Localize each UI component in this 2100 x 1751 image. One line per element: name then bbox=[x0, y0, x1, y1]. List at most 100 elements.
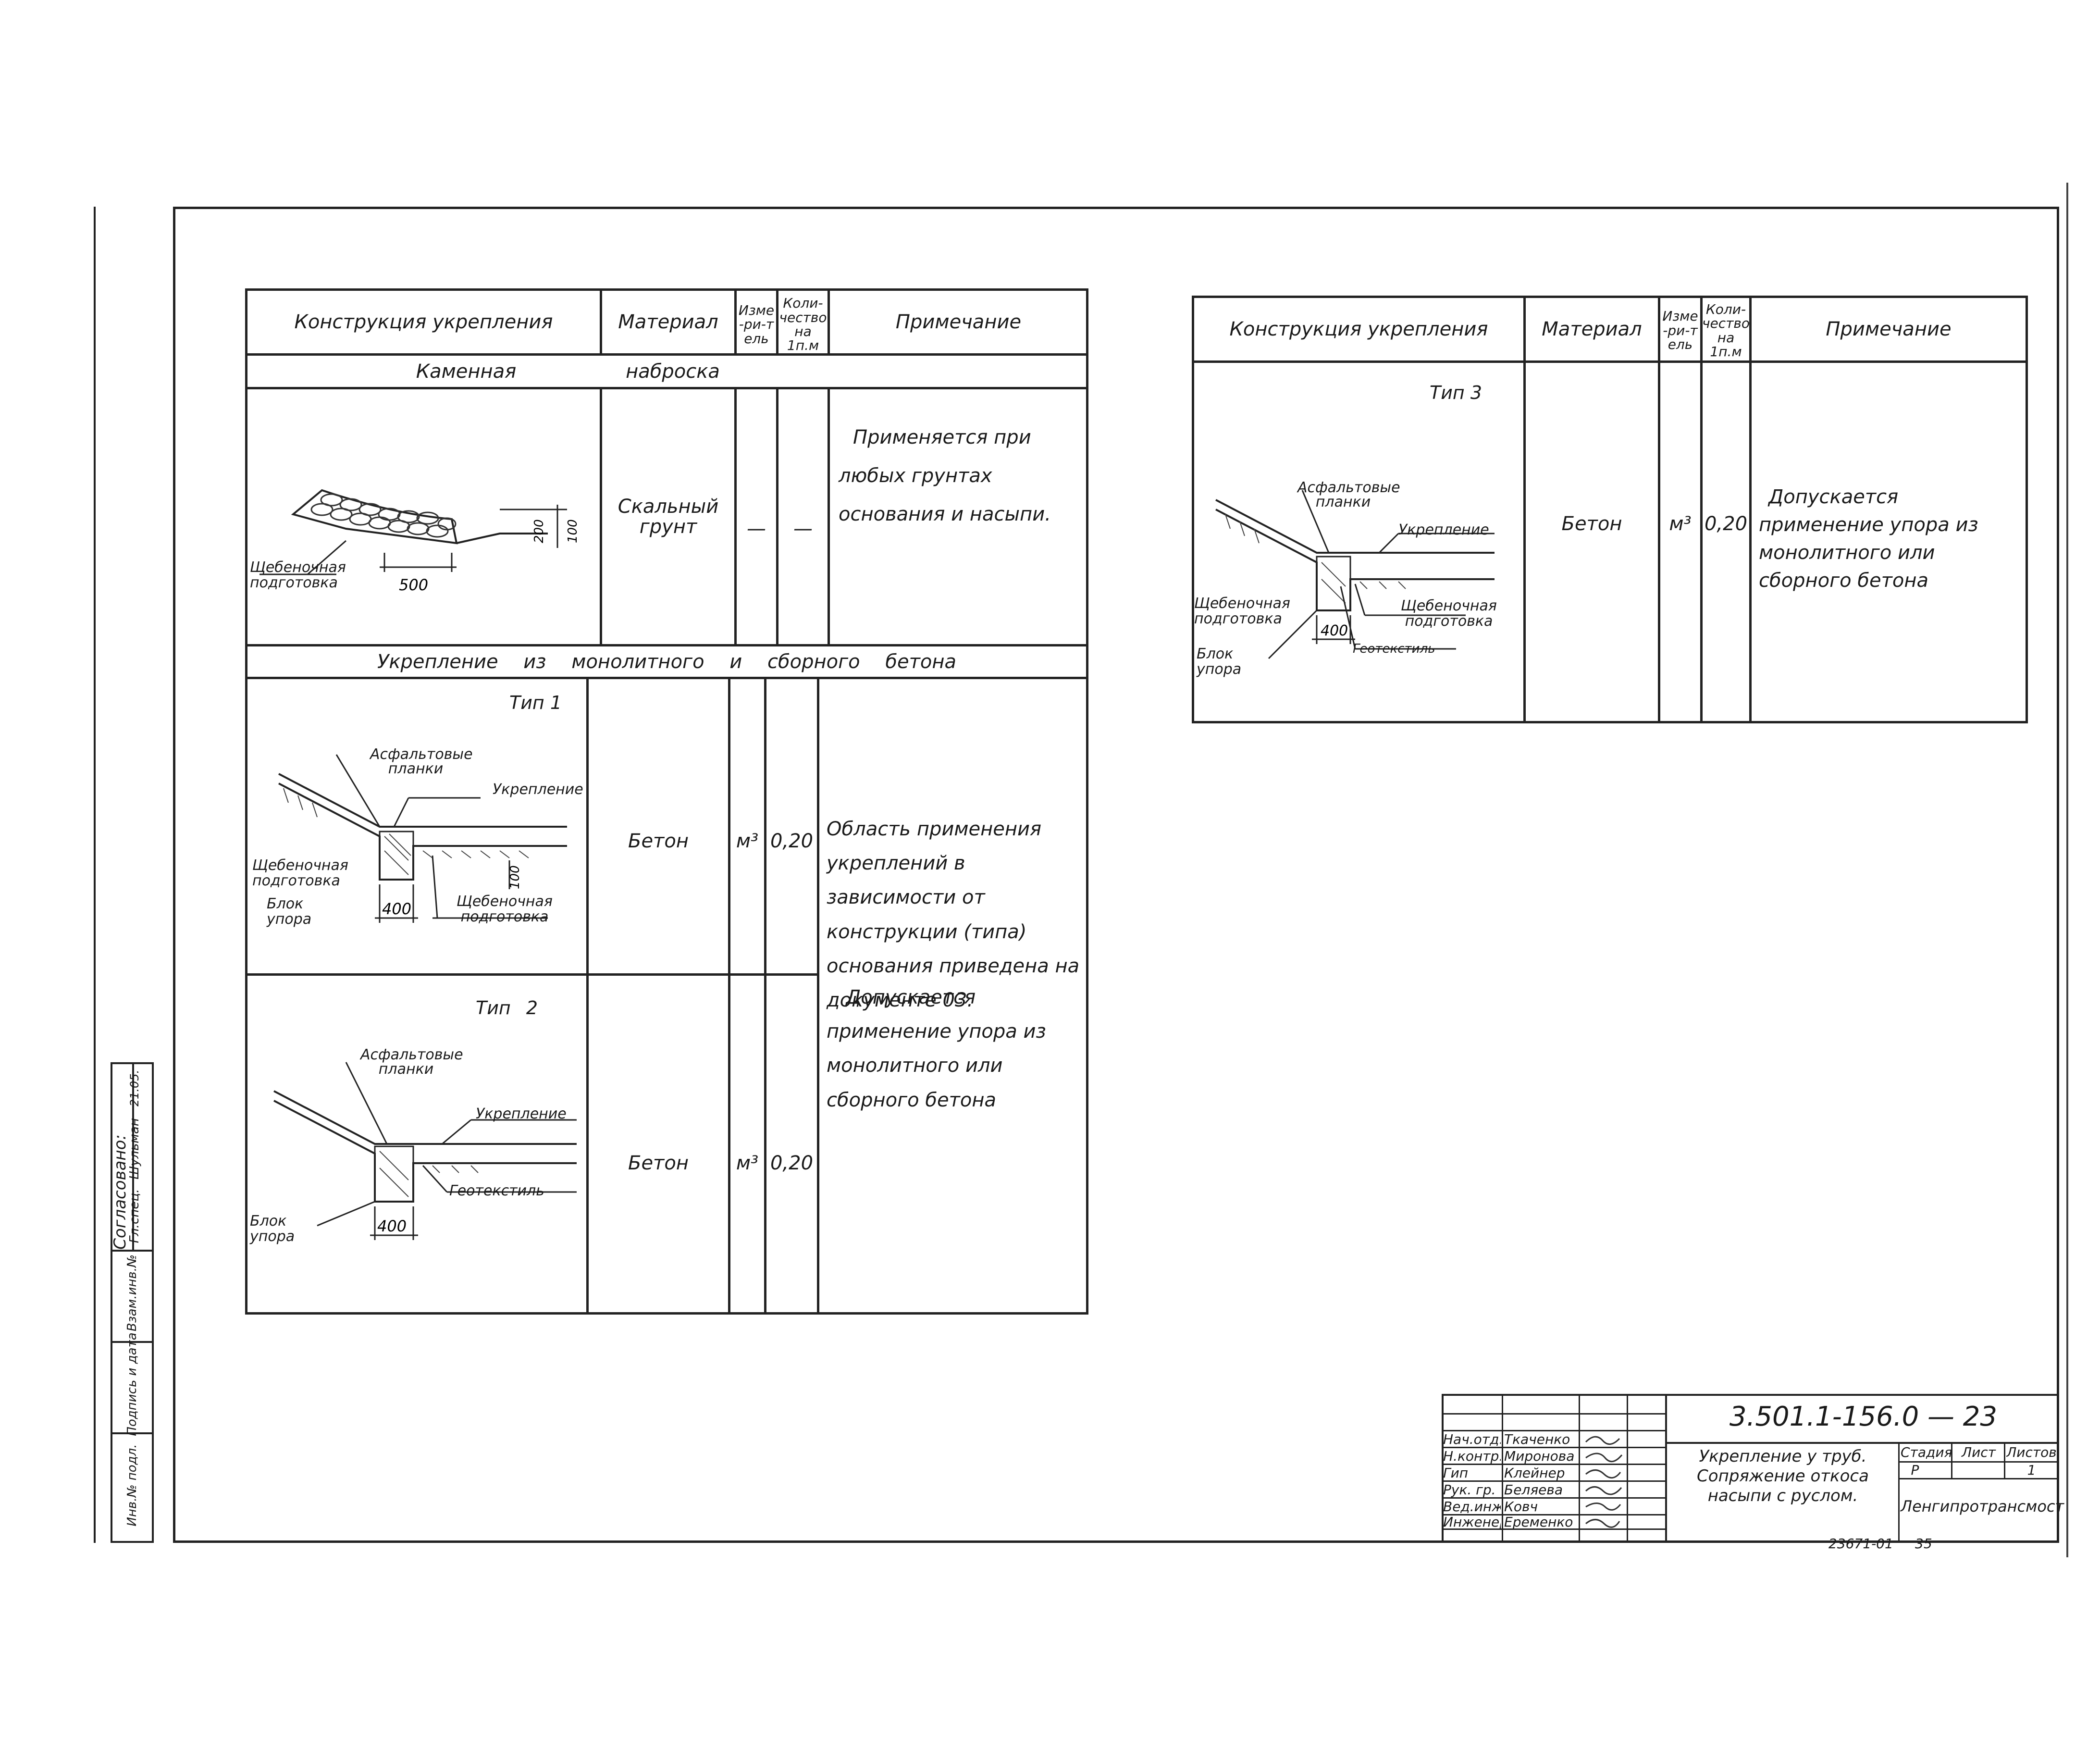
type3-material: Бетон bbox=[1561, 513, 1622, 535]
table-2 bbox=[1192, 296, 2028, 723]
t1-section-concrete: Укрепление из монолитного и сборного бет… bbox=[377, 650, 957, 673]
t1-section-stone-right: наброска bbox=[626, 360, 720, 383]
row1-quantity: — bbox=[793, 518, 813, 540]
tb-stage-label: Стадия bbox=[1901, 1444, 1951, 1460]
type2-label-block: Блок упора bbox=[250, 1213, 295, 1245]
tb-line bbox=[1898, 1442, 1900, 1543]
tb-name-3: Беляева bbox=[1504, 1482, 1563, 1498]
t2-header-material: Материал bbox=[1542, 318, 1642, 340]
tb-sheets: 1 bbox=[2027, 1462, 2036, 1478]
side-date: 21.05. bbox=[128, 1069, 141, 1107]
title-block bbox=[1442, 1394, 2059, 1543]
tb-name-4: Ковч bbox=[1504, 1499, 1538, 1515]
drawing-frame bbox=[173, 207, 2059, 1543]
signatures-scribble bbox=[1585, 1436, 1623, 1528]
type1-label-base-right: Щебеночная подготовка bbox=[457, 893, 553, 925]
tb-line bbox=[1665, 1442, 2059, 1444]
t2-header-unit: Изме-ри-тель bbox=[1662, 308, 1698, 353]
type2-unit: м³ bbox=[736, 1152, 759, 1174]
type2-label-geotextile: Геотекстиль bbox=[449, 1182, 544, 1199]
type3-unit: м³ bbox=[1669, 513, 1692, 535]
t2-col-line bbox=[1658, 296, 1660, 723]
type2-material: Бетон bbox=[628, 1152, 689, 1174]
t1-section-line bbox=[245, 387, 1088, 389]
t1-header-line bbox=[245, 353, 1088, 356]
tb-role-3: Рук. гр. bbox=[1443, 1482, 1496, 1498]
row1-label-base: Щебеночная подготовка bbox=[250, 559, 346, 591]
type3-note: Допускается применение упора из монолитн… bbox=[1759, 486, 1978, 592]
side-stamp-line bbox=[111, 1432, 154, 1434]
type2-title: Тип 2 bbox=[476, 997, 538, 1018]
dim-100: 100 bbox=[566, 519, 580, 543]
tb-line bbox=[1442, 1413, 1665, 1415]
tb-line bbox=[1665, 1394, 1667, 1543]
t1-header-unit: Изме-ри-тель bbox=[738, 302, 775, 347]
t1-section-line bbox=[245, 677, 1088, 679]
tb-role-0: Нач.отд. bbox=[1443, 1431, 1501, 1447]
type1-label-asphalt: Асфальтовые планки bbox=[370, 746, 473, 777]
tb-line bbox=[1442, 1497, 1665, 1499]
tb-role-1: Н.контр. bbox=[1443, 1448, 1501, 1464]
tb-stage: Р bbox=[1911, 1462, 1919, 1478]
type1-label-base-left: Щебеночная подготовка bbox=[252, 857, 348, 889]
t2-header-quantity: Коли-чество на 1п.м bbox=[1702, 301, 1750, 360]
tb-name-5: Еременко bbox=[1504, 1514, 1573, 1530]
type1-quantity: 0,20 bbox=[770, 830, 814, 852]
type3-label-reinforce: Укрепление bbox=[1398, 522, 1489, 538]
binding-line bbox=[94, 207, 96, 1543]
type1-unit: м³ bbox=[736, 830, 759, 852]
footer-number: 23671-01 bbox=[1828, 1536, 1893, 1552]
tb-role-5: Инженер bbox=[1443, 1514, 1501, 1530]
tb-line bbox=[1951, 1442, 1952, 1478]
type3-label-block: Блок упора bbox=[1197, 646, 1242, 678]
type2-dim-400: 400 bbox=[377, 1217, 407, 1235]
tb-line bbox=[1502, 1394, 1503, 1543]
tb-name-2: Клейнер bbox=[1504, 1465, 1565, 1481]
type1-label-reinforce: Укрепление bbox=[493, 781, 583, 798]
tb-role-4: Вед.инж. bbox=[1443, 1499, 1501, 1515]
t1-header-note: Примечание bbox=[895, 311, 1022, 333]
type1-dim-400: 400 bbox=[382, 900, 411, 918]
side-stamp-line bbox=[132, 1062, 134, 1250]
tb-title: Укрепление у труб. Сопряжение откоса нас… bbox=[1697, 1447, 1869, 1505]
t1-col-line bbox=[734, 387, 737, 644]
t1-col-line bbox=[600, 387, 602, 644]
tb-line bbox=[1898, 1461, 2059, 1463]
stone-riprap-drawing: 500 200 100 bbox=[259, 489, 580, 594]
t1-col-line bbox=[728, 677, 730, 1315]
row1-material: Скальный грунт bbox=[618, 496, 719, 538]
tb-sheet-label: Лист bbox=[1962, 1444, 1996, 1460]
t1-header-construction: Конструкция укрепления bbox=[294, 311, 553, 333]
t1-col-line bbox=[734, 288, 737, 353]
tb-name-0: Ткаченко bbox=[1504, 1431, 1570, 1447]
side-cell-inv: Инв.№ подл. bbox=[125, 1444, 139, 1527]
tb-line bbox=[2004, 1442, 2005, 1478]
tb-role-2: Гип bbox=[1443, 1465, 1469, 1481]
tb-line bbox=[1442, 1528, 1665, 1530]
type3-label-asphalt: Асфальтовые планки bbox=[1297, 479, 1400, 510]
row1-note: Применяется при любых грунтах основания … bbox=[839, 426, 1051, 525]
tb-name-1: Миронова bbox=[1504, 1448, 1575, 1464]
tb-line bbox=[1442, 1447, 1665, 1448]
t1-header-material: Материал bbox=[618, 311, 718, 333]
tb-sheets-label: Листов bbox=[2006, 1444, 2057, 1460]
type1-label-block: Блок упора bbox=[267, 895, 312, 928]
t2-header-construction: Конструкция укрепления bbox=[1229, 318, 1488, 340]
t1-section-line bbox=[245, 644, 1088, 646]
tb-line bbox=[1442, 1430, 1665, 1431]
type3-label-base-left: Щебеночная подготовка bbox=[1194, 595, 1290, 627]
type2-label-reinforce: Укрепление bbox=[476, 1105, 567, 1122]
type1-material: Бетон bbox=[628, 830, 689, 852]
t2-header-note: Примечание bbox=[1826, 318, 1952, 340]
t2-col-line bbox=[1700, 296, 1703, 723]
t1-col-line bbox=[776, 288, 778, 353]
table-1 bbox=[245, 288, 1088, 1315]
tb-org: Ленгипротрансмост bbox=[1901, 1497, 2064, 1515]
type1-drawing: 400 100 bbox=[278, 754, 567, 923]
t1-col-line bbox=[828, 288, 830, 353]
t1-section-stone-left: Каменная bbox=[416, 360, 517, 383]
type3-quantity: 0,20 bbox=[1704, 513, 1748, 535]
type2-quantity: 0,20 bbox=[770, 1152, 814, 1174]
t1-header-quantity: Коли-чество на 1п.м bbox=[779, 295, 827, 354]
binding-line-right bbox=[2066, 183, 2068, 1557]
